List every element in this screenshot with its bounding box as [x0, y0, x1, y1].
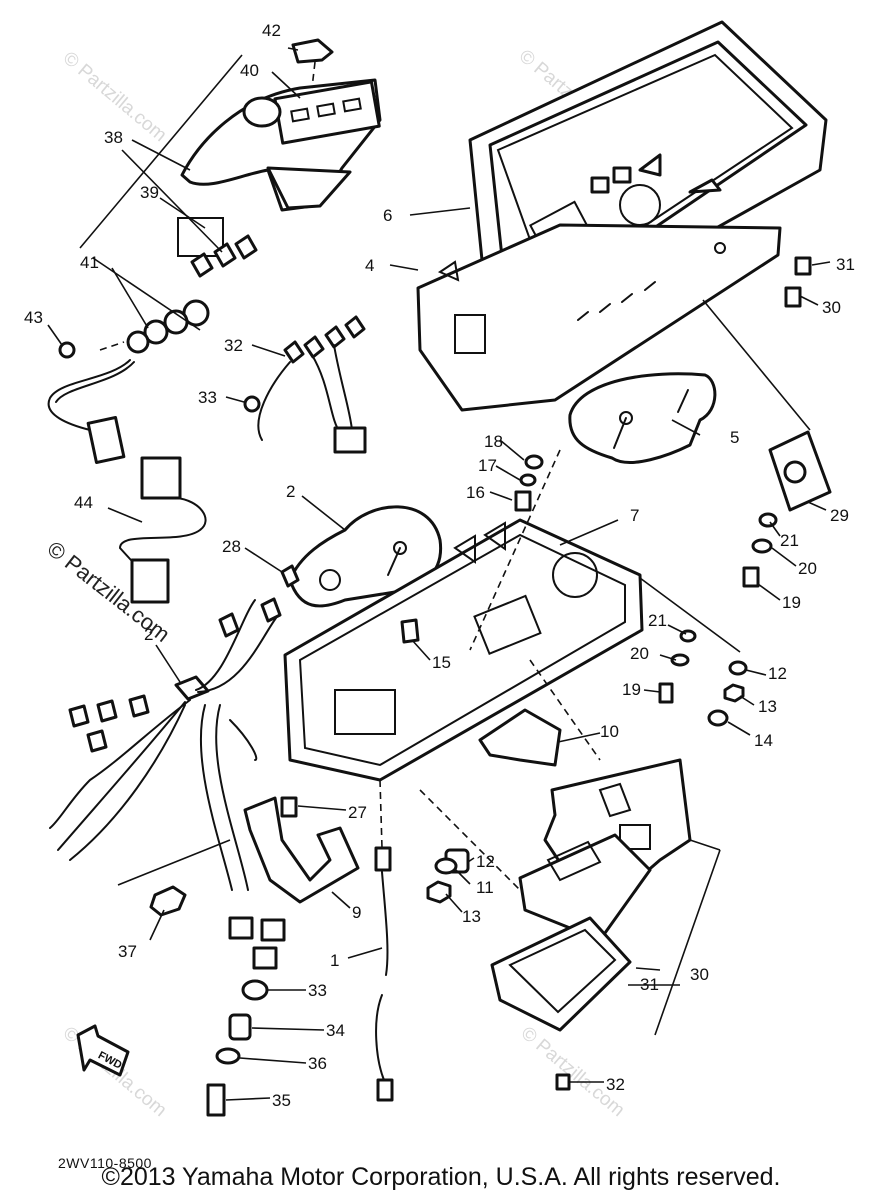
watermark-bottom-mid: © Partzilla.com: [517, 1023, 629, 1121]
callout-35: 35: [272, 1091, 291, 1110]
callout-7: 9: [352, 903, 361, 922]
callout-29: 33: [198, 388, 217, 407]
screw-part-19a: [742, 566, 760, 588]
switch-part-25: [768, 430, 832, 512]
callout-32: 32: [606, 1075, 625, 1094]
copyright-notice: ©2013 Yamaha Motor Corporation, U.S.A. A…: [101, 1163, 781, 1191]
callout-30: 30: [690, 965, 709, 984]
catalog-code: 2WV110-8500: [58, 1155, 152, 1171]
callout-21b: 21: [648, 611, 667, 630]
callout-43: 43: [24, 308, 43, 327]
bracket-part-8: [478, 708, 562, 767]
leader-cable: [379, 779, 383, 849]
washer-part-20a: [751, 538, 773, 554]
sub-harness-part-28: [257, 315, 367, 454]
washer-part-14: [707, 709, 729, 727]
screw-part-27: [794, 256, 812, 276]
callout-39: 39: [140, 183, 159, 202]
callout-28: 32: [224, 336, 243, 355]
callout-42: 42: [262, 21, 281, 40]
screw-part-32: [555, 1073, 571, 1091]
indicator-unit-part-30: [518, 758, 692, 942]
callout-44: 44: [74, 493, 93, 512]
washer-part-20b: [670, 653, 690, 667]
callout-11: 13: [462, 907, 481, 926]
callout-20b: 20: [630, 644, 649, 663]
connector-harness-part-44: [118, 456, 207, 604]
callout-leaders: [47, 47, 831, 1101]
meter-cable-part-1: [374, 846, 394, 1102]
callout-13: 13: [758, 697, 777, 716]
callout-8: 10: [600, 722, 619, 741]
bulb-part-24: [280, 564, 300, 588]
callout-10b: 12: [476, 852, 495, 871]
screw-part-16: [514, 490, 532, 512]
tachometer-face-part-3: [568, 372, 717, 464]
callout-2a: 2: [286, 482, 295, 501]
bolt-part-35: [206, 1083, 226, 1117]
callout-17: 17: [478, 456, 497, 475]
leader-42: [311, 61, 316, 89]
callout-15: 15: [432, 653, 451, 672]
washer-part-12: [728, 660, 748, 676]
washer-part-9: [434, 857, 458, 875]
main-harness: [49, 597, 286, 970]
callout-1: 1: [330, 951, 339, 970]
socket-cord-part-41: [47, 299, 210, 464]
switch-housing-part-40: [180, 78, 382, 212]
screw-part-43: [58, 341, 76, 359]
callout-37: 37: [118, 942, 137, 961]
socket-part-15: [400, 618, 420, 644]
callout-38: 38: [104, 128, 123, 147]
callout-14: 14: [754, 731, 773, 750]
callout-9: 11: [476, 878, 494, 897]
callout-26: 30: [822, 298, 841, 317]
pad-part-42: [291, 38, 334, 64]
callout-33: 33: [308, 981, 327, 1000]
callout-41: 41: [80, 253, 99, 272]
callout-19b: 19: [622, 680, 641, 699]
callout-4: 4: [365, 256, 374, 275]
callout-5: 7: [630, 506, 639, 525]
circuit-board-part-31: [490, 916, 632, 1032]
callout-18: 18: [484, 432, 503, 451]
fwd-arrow: FWD: [76, 1024, 130, 1077]
callout-31: 31: [640, 975, 659, 994]
speedometer-face-part-2: [288, 505, 443, 608]
callout-16: 16: [466, 483, 485, 502]
meter-case-part-4: [416, 223, 782, 412]
meter-base-part-5: [283, 518, 644, 782]
callout-2b: 2: [144, 625, 153, 644]
grommet-part-18: [524, 454, 544, 470]
grommet-part-33: [241, 979, 269, 1001]
grommet-part-21a: [758, 512, 778, 528]
screw-part-19b: [658, 682, 674, 704]
group-leaders: [79, 54, 811, 1036]
callout-3: 5: [730, 428, 739, 447]
grommet-part-37: [149, 885, 187, 917]
callout-6: 6: [383, 206, 392, 225]
screw-part-29: [243, 395, 261, 413]
callout-36: 36: [308, 1054, 327, 1073]
callout-19a: 19: [782, 593, 801, 612]
washer-part-17: [519, 473, 537, 487]
callout-34: 34: [326, 1021, 345, 1040]
callout-20a: 20: [798, 559, 817, 578]
callout-25: 29: [830, 506, 849, 525]
callout-22: 27: [348, 803, 367, 822]
screw-part-22: [280, 796, 298, 818]
callout-12: 12: [768, 664, 787, 683]
nut-part-13: [723, 683, 745, 703]
callout-labels: 42 40 38 39 41 43 6 4 32 33 31 30 5 18 1…: [24, 21, 855, 1110]
collar-part-34: [228, 1013, 252, 1041]
callout-21a: 21: [780, 531, 799, 550]
washer-part-36: [215, 1047, 241, 1065]
collar-part-26: [784, 286, 802, 308]
nut-part-11: [426, 880, 452, 904]
callout-24: 28: [222, 537, 241, 556]
callout-40: 40: [240, 61, 259, 80]
bracket-part-7: [243, 796, 360, 904]
callout-27: 31: [836, 255, 855, 274]
